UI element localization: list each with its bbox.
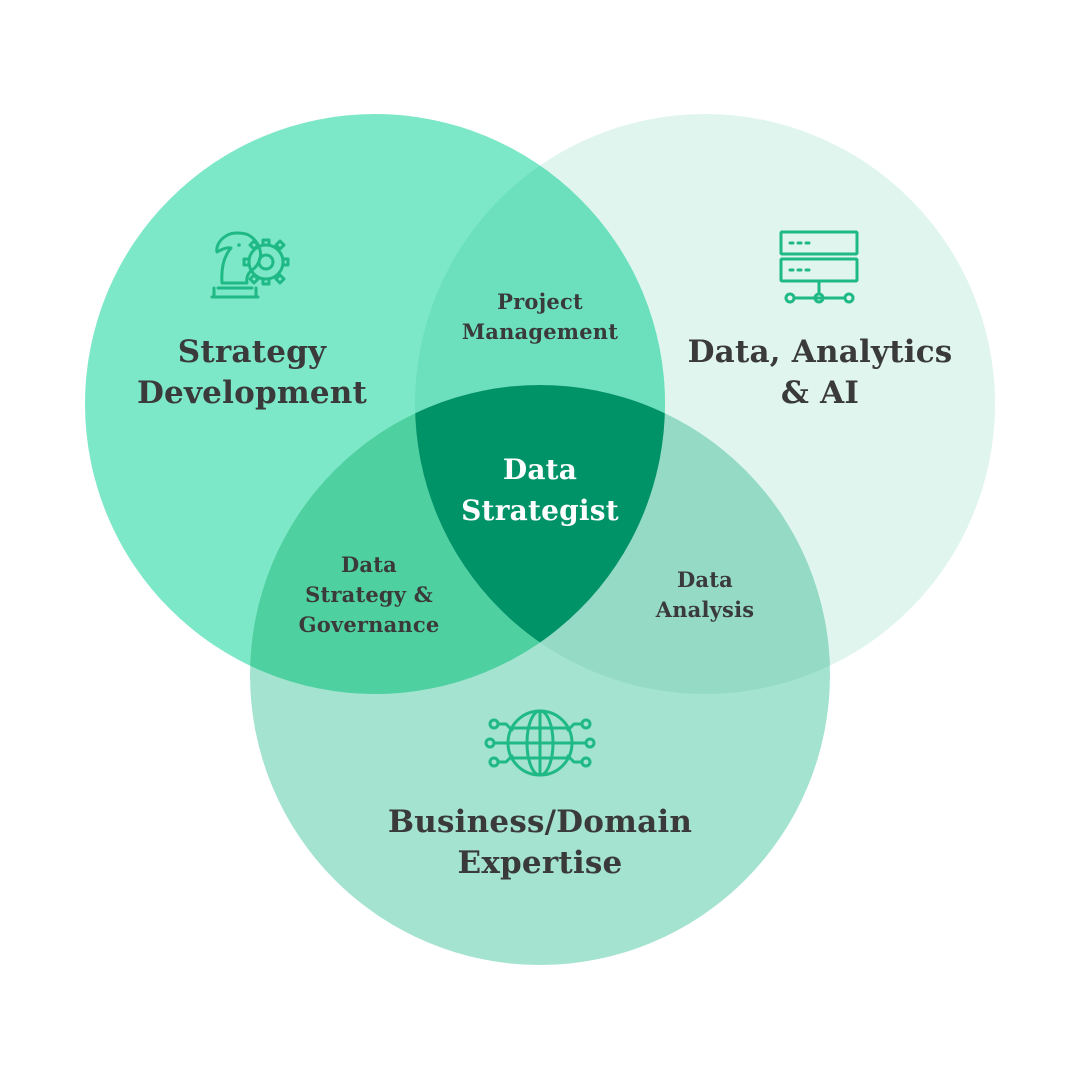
server-network-icon <box>779 230 859 304</box>
data-strategist-label: Data Strategist <box>461 453 619 527</box>
data-analysis-label: Data Analysis <box>655 567 755 622</box>
project-management-label: Project Management <box>461 289 619 344</box>
strategy-development-label: Strategy Development <box>136 334 368 411</box>
business-domain-expertise-label: Business/Domain Expertise <box>387 804 693 881</box>
globe-network-icon <box>484 709 596 777</box>
data-analytics-ai-label: Data, Analytics & AI <box>687 334 953 411</box>
data-strategy-governance-label: Data Strategy & Governance <box>298 552 440 637</box>
chess-knight-gear-icon <box>210 231 290 299</box>
